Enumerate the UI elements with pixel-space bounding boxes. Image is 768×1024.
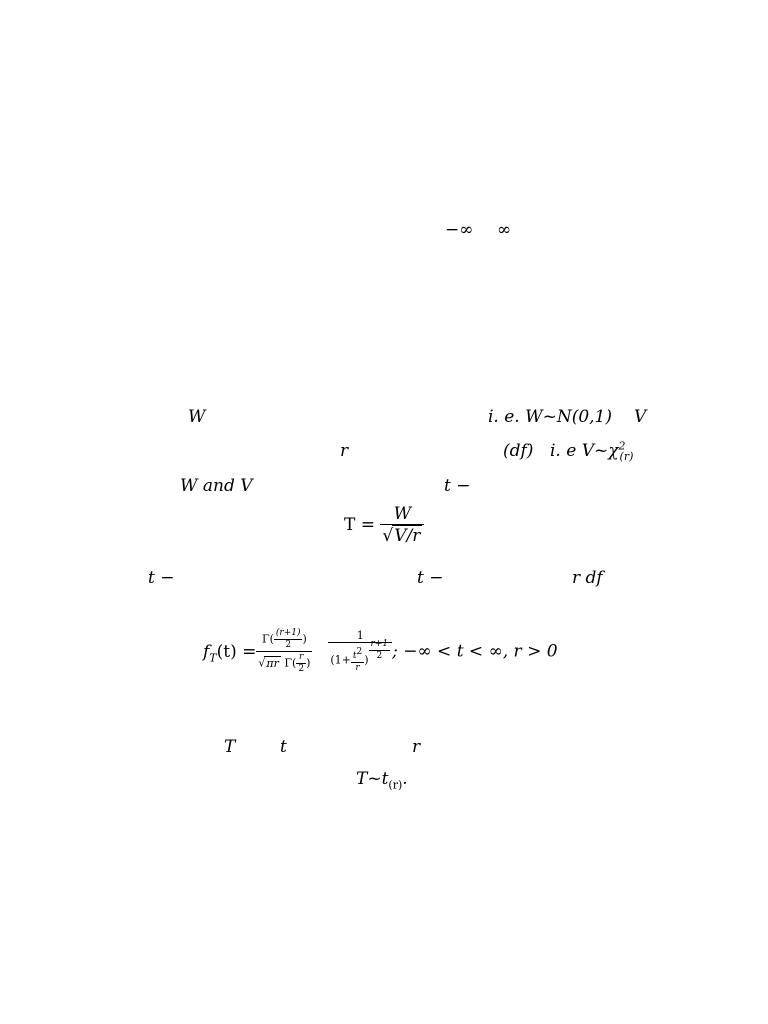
r-df: r df	[572, 568, 603, 588]
w-normal-dist: i. e. W~N(0,1)	[488, 407, 613, 427]
neg-infinity: −∞	[445, 220, 474, 240]
t-distribution-conclusion: T~t(r).	[356, 769, 408, 792]
t-dash-line3: t −	[444, 476, 471, 496]
var-T: T	[224, 737, 236, 757]
t-definition: T = W √V/r	[344, 504, 425, 546]
var-w: W	[188, 407, 206, 427]
pos-infinity: ∞	[497, 220, 512, 240]
df-label: (df)	[503, 441, 534, 461]
var-v: V	[634, 407, 647, 427]
w-and-v: W and V	[180, 476, 253, 496]
var-r-line5: r	[412, 737, 421, 757]
t-dash-line4b: t −	[417, 568, 444, 588]
var-t: t	[280, 737, 287, 757]
v-chi-square: i. e V~χ2(r)	[550, 439, 634, 464]
t-dash-line4a: t −	[148, 568, 175, 588]
var-r: r	[340, 441, 349, 461]
